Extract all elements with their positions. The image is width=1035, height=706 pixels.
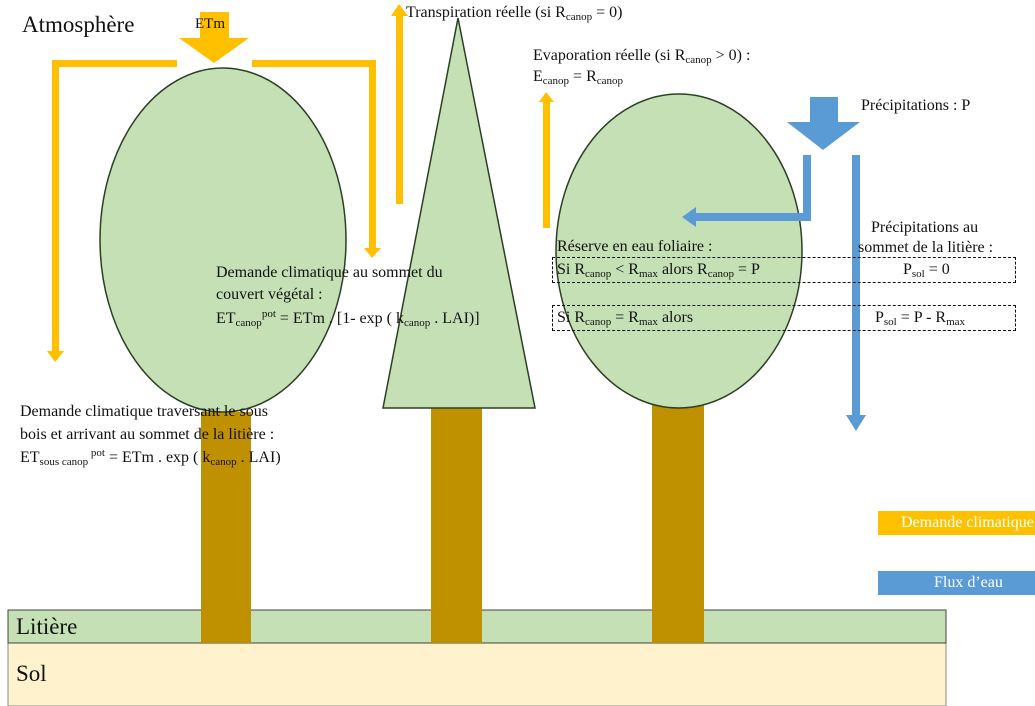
psol2-eq: = P - R xyxy=(896,309,947,326)
evaporation-tail: > 0) : xyxy=(711,47,751,64)
demand-branch-left xyxy=(52,60,177,67)
etsous-sub: sous canop xyxy=(39,456,89,468)
etcanop-et: ET xyxy=(216,310,236,327)
condition-1-result: Psol = 0 xyxy=(903,259,950,280)
reserve-title: Réserve en eau foliaire : xyxy=(557,238,713,255)
transpiration-arrowhead xyxy=(391,4,408,16)
atmosphere-label: Atmosphère xyxy=(22,12,135,37)
condition-2-text: Si Rcanop = Rmax alors xyxy=(557,307,693,328)
condition-box-1 xyxy=(552,257,1016,283)
cond1-a: Si R xyxy=(557,261,586,278)
psol2-p: P xyxy=(875,309,884,326)
psol2-sub: sol xyxy=(883,316,897,328)
interception-vertical xyxy=(803,155,811,221)
psol2-sub2: max xyxy=(946,316,966,328)
demand-arrowhead-right xyxy=(364,248,381,258)
cond1-sc: canop xyxy=(707,268,734,280)
legend-water-flux: Flux d’eau xyxy=(878,571,1035,595)
evaporation-sub: canop xyxy=(685,54,712,66)
canopy-left xyxy=(99,67,347,413)
water-arrows xyxy=(682,97,866,431)
etsous-et: ET xyxy=(20,449,40,466)
ecanop-sub: canop xyxy=(542,75,570,87)
demand-drop-left xyxy=(52,60,59,353)
transpiration-sub: canop xyxy=(565,11,593,23)
canopy-demand-line1: Demande climatique au sommet du xyxy=(216,264,443,281)
etcanop-sup: pot xyxy=(261,308,276,320)
etcanop-tail: . LAI)] xyxy=(430,310,480,327)
litter-label: Litière xyxy=(16,614,78,639)
canopy-demand-line2: couvert végétal : xyxy=(216,286,323,303)
understory-formula: ETsous canop pot = ETm . exp ( kcanop . … xyxy=(20,447,281,468)
cond2-sa: canop xyxy=(585,316,612,328)
cond1-b: < R xyxy=(611,261,639,278)
canopy-right xyxy=(555,93,803,409)
psol1-val: = 0 xyxy=(924,261,950,278)
throughfall-arrowhead xyxy=(846,415,866,431)
etcanop-k-sub: canop xyxy=(403,317,431,329)
litter-precip-label-line1: Précipitations au xyxy=(871,219,979,236)
demand-drop-right xyxy=(369,60,376,250)
etm-arrow-icon xyxy=(179,12,249,63)
demand-arrows xyxy=(47,4,554,362)
cond1-sb: max xyxy=(638,268,658,280)
etsous-tail: . LAI) xyxy=(236,449,281,466)
soil-label: Sol xyxy=(16,661,47,686)
trunk-left xyxy=(201,412,251,643)
interception-horizontal xyxy=(693,213,811,221)
canopy-conifer xyxy=(382,17,536,409)
precipitation-arrow-icon xyxy=(787,97,860,150)
cond1-sa: canop xyxy=(585,268,612,280)
etcanop-sub: canop xyxy=(235,317,262,329)
psol1-sub: sol xyxy=(911,268,925,280)
understory-line2: bois et arrivant au sommet de la litière… xyxy=(20,426,275,443)
trunk-right xyxy=(652,405,704,643)
transpiration-text: Transpiration réelle (si R xyxy=(406,4,566,21)
cond2-a: Si R xyxy=(557,309,586,326)
evaporation-text: Evaporation réelle (si R xyxy=(533,47,686,64)
throughfall-shaft xyxy=(852,155,860,417)
etsous-k-sub: canop xyxy=(210,456,237,468)
etm-label: ETm xyxy=(195,16,225,32)
etsous-sup: pot xyxy=(88,447,105,459)
condition-1-text: Si Rcanop < Rmax alors Rcanop = P xyxy=(557,259,760,280)
cond2-c: alors xyxy=(657,309,694,326)
demand-branch-right xyxy=(252,60,376,67)
ecanop-e: E xyxy=(533,68,543,85)
interception-arrowhead xyxy=(682,207,696,227)
rcanop-sub: canop xyxy=(596,75,624,87)
condition-2-result: Psol = P - Rmax xyxy=(875,307,965,328)
evaporation-label-line2: Ecanop = Rcanop xyxy=(533,66,623,87)
trunk-middle xyxy=(431,408,482,643)
evaporation-arrowhead xyxy=(539,92,554,102)
understory-line1: Demande climatique traversant le sous xyxy=(20,403,268,420)
transpiration-shaft xyxy=(396,14,403,204)
evaporation-shaft xyxy=(543,100,550,228)
transpiration-tail: = 0) xyxy=(592,4,623,21)
precipitation-label: Précipitations : P xyxy=(861,97,971,114)
litter-precip-label-line2: sommet de la litière : xyxy=(858,239,994,256)
soil-layer xyxy=(7,642,947,706)
transpiration-label: Transpiration réelle (si Rcanop = 0) xyxy=(406,2,622,23)
cond1-c: alors R xyxy=(657,261,708,278)
psol1-p: P xyxy=(903,261,912,278)
condition-box-2 xyxy=(552,305,1016,331)
cond2-b: = R xyxy=(611,309,639,326)
evaporation-label-line1: Evaporation réelle (si Rcanop > 0) : xyxy=(533,45,750,66)
etsous-eq: = ETm . exp ( k xyxy=(104,449,211,466)
legend-demand: Demande climatique xyxy=(878,511,1035,535)
etcanop-eq: = ETm . [1- exp ( k xyxy=(275,310,404,327)
demand-arrowhead-left xyxy=(47,351,64,362)
ecanop-eq: = R xyxy=(569,68,597,85)
cond2-sb: max xyxy=(638,316,658,328)
canopy-demand-formula: ETcanoppot = ETm . [1- exp ( kcanop . LA… xyxy=(216,308,480,329)
cond1-d: = P xyxy=(733,261,760,278)
